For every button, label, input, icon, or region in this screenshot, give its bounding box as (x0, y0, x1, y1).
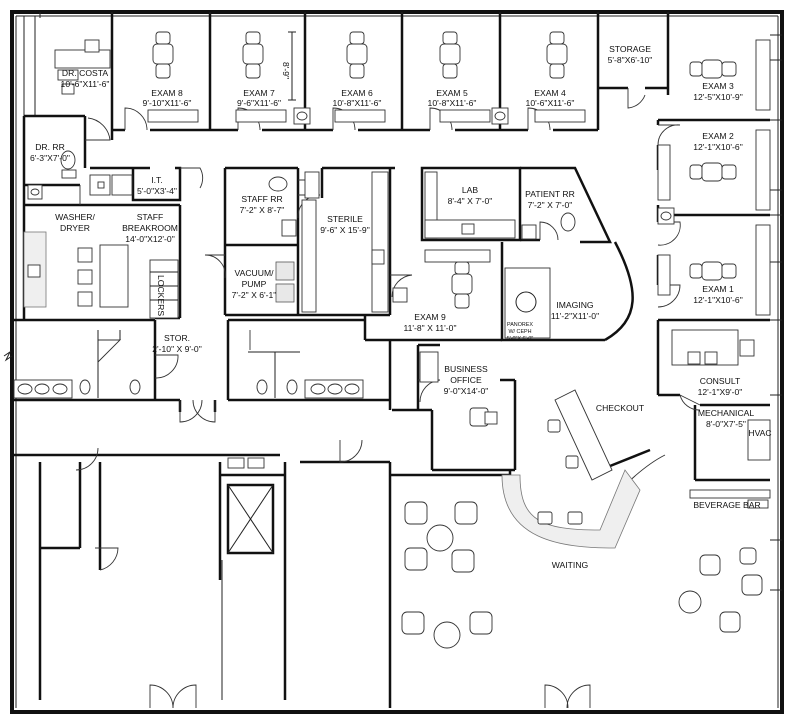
label-vacuum-size: 7'-2" X 6'-1" (232, 290, 277, 300)
label-mechanical-size: 8'-0"X7'-5" (706, 419, 746, 429)
dental-chair-exam4 (534, 31, 586, 123)
label-beverage-bar: BEVERAGE BAR (693, 500, 760, 510)
label-panorex-line1: PANOREX (507, 322, 533, 328)
checkout-desk (501, 389, 641, 549)
label-vacuum-line2: PUMP (242, 279, 267, 289)
label-sterile-size: 9'-6" X 15'-9" (320, 225, 370, 235)
label-exam1-size: 12'-1"X10'-6" (693, 295, 743, 305)
label-exam3-size: 12'-5"X10'-9" (693, 92, 743, 102)
label-exam8-size: 9'-10"X11'-6" (143, 98, 192, 108)
label-mechanical-name: MECHANICAL (698, 408, 755, 418)
label-business-line2: OFFICE (450, 375, 482, 385)
label-waiting: WAITING (552, 560, 589, 570)
label-patient-rr-size: 7'-2" X 7'-0" (528, 200, 573, 210)
label-exam4-size: 10'-6"X11'-6" (526, 98, 575, 108)
dimension-label: 8'-9" (281, 62, 291, 79)
dental-chair-exam6 (334, 31, 386, 123)
dental-chair-exam5 (439, 31, 509, 125)
dental-chair-exam9 (424, 249, 491, 309)
business-office-furniture (419, 351, 498, 427)
sterile-counters (301, 171, 408, 313)
label-staff-rr-size: 7'-2" X 8'-7" (240, 205, 285, 215)
label-imaging-size: 11'-2"X11'-0" (551, 311, 599, 321)
label-exam2-name: EXAM 2 (702, 131, 734, 141)
dr-costa-desk (54, 39, 111, 95)
label-breakroom-size: 14'-0"X12'-0" (125, 234, 175, 244)
label-lab-name: LAB (462, 185, 479, 195)
staff-rr-fixtures (268, 176, 297, 237)
lower-left-walls (12, 318, 512, 708)
label-exam6-name: EXAM 6 (341, 88, 373, 98)
dimension-marker: 8'-9" (281, 31, 296, 101)
label-exam8-name: EXAM 8 (151, 88, 183, 98)
drinking-fountains (227, 457, 265, 469)
dr-rr-fixtures (27, 150, 77, 200)
label-storage-size: 5'-8"X6'-10" (608, 55, 653, 65)
label-it-name: I.T. (151, 175, 162, 185)
label-exam5-name: EXAM 5 (436, 88, 468, 98)
label-stor-size: 2'-10" X 9'-0" (152, 344, 202, 354)
label-imaging-name: IMAGING (556, 300, 594, 310)
label-exam9-size: 11'-8" X 11'-0" (403, 323, 456, 333)
room-labels: DR. COSTA 10'-6"X11'-6" EXAM 8 9'-10"X11… (30, 44, 772, 570)
label-patient-rr-name: PATIENT RR (525, 189, 575, 199)
label-dr-rr-size: 6'-3"X7'-0" (30, 153, 70, 163)
label-exam6-size: 10'-8"X11'-6" (333, 98, 382, 108)
label-panorex-line3: 5'-0"X 6'-0" (507, 336, 534, 342)
dental-chair-exam7 (235, 31, 311, 125)
dental-chair-exam3 (689, 39, 771, 111)
label-dr-costa-name: DR. COSTA (62, 68, 108, 78)
label-storage-name: STORAGE (609, 44, 651, 54)
dental-chair-exam2 (657, 129, 771, 225)
vacuum-pump-equipment (275, 261, 295, 303)
label-checkout: CHECKOUT (596, 403, 645, 413)
doors (75, 88, 701, 709)
label-hvac: HVAC (748, 428, 771, 438)
label-panorex-line2: W/ CEPH (508, 329, 531, 335)
lower-restroom-east (248, 330, 364, 399)
middle-walls (24, 116, 651, 472)
breakroom-furniture (23, 231, 179, 319)
label-consult-name: CONSULT (700, 376, 741, 386)
label-exam9-name: EXAM 9 (414, 312, 446, 322)
label-stor-name: STOR. (164, 333, 190, 343)
label-exam5-size: 10'-8"X11'-6" (428, 98, 477, 108)
top-row-walls (22, 14, 770, 482)
exterior-walls (3, 10, 784, 714)
patient-rr-fixtures (521, 212, 576, 240)
label-business-line1: BUSINESS (444, 364, 488, 374)
label-washer-line1: WASHER/ (55, 212, 95, 222)
waiting-furniture (401, 489, 771, 649)
label-exam7-name: EXAM 7 (243, 88, 275, 98)
label-washer-line2: DRYER (60, 223, 90, 233)
panorex-area (504, 267, 551, 339)
label-exam7-size: 9'-6"X11'-6" (237, 98, 281, 108)
label-sterile-name: STERILE (327, 214, 363, 224)
label-dr-costa-size: 10'-6"X11'-6" (61, 79, 110, 89)
label-exam2-size: 12'-1"X10'-6" (693, 142, 743, 152)
label-vacuum-line1: VACUUM/ (235, 268, 275, 278)
label-it-size: 5'-0"X3'-4" (137, 186, 177, 196)
label-dr-rr-name: DR. RR (35, 142, 65, 152)
label-business-size: 9'-0"X14'-0" (444, 386, 489, 396)
lab-counters (424, 171, 516, 239)
dental-chair-exam1 (657, 224, 771, 316)
lower-restroom-west (13, 330, 141, 399)
label-breakroom-line1: STAFF (137, 212, 164, 222)
label-lab-size: 8'-4" X 7'-0" (448, 196, 493, 206)
fixtures (13, 31, 771, 649)
label-exam3-name: EXAM 3 (702, 81, 734, 91)
consult-furniture (671, 329, 755, 366)
washer-dryer (89, 174, 133, 196)
label-lockers: LOCKERS (156, 275, 166, 316)
label-breakroom-line2: BREAKROOM (122, 223, 178, 233)
label-exam1-name: EXAM 1 (702, 284, 734, 294)
label-consult-size: 12'-1"X9'-0" (698, 387, 743, 397)
hvac-unit (747, 419, 771, 461)
label-staff-rr-name: STAFF RR (241, 194, 282, 204)
label-exam4-name: EXAM 4 (534, 88, 566, 98)
dental-chair-exam8 (147, 31, 199, 123)
